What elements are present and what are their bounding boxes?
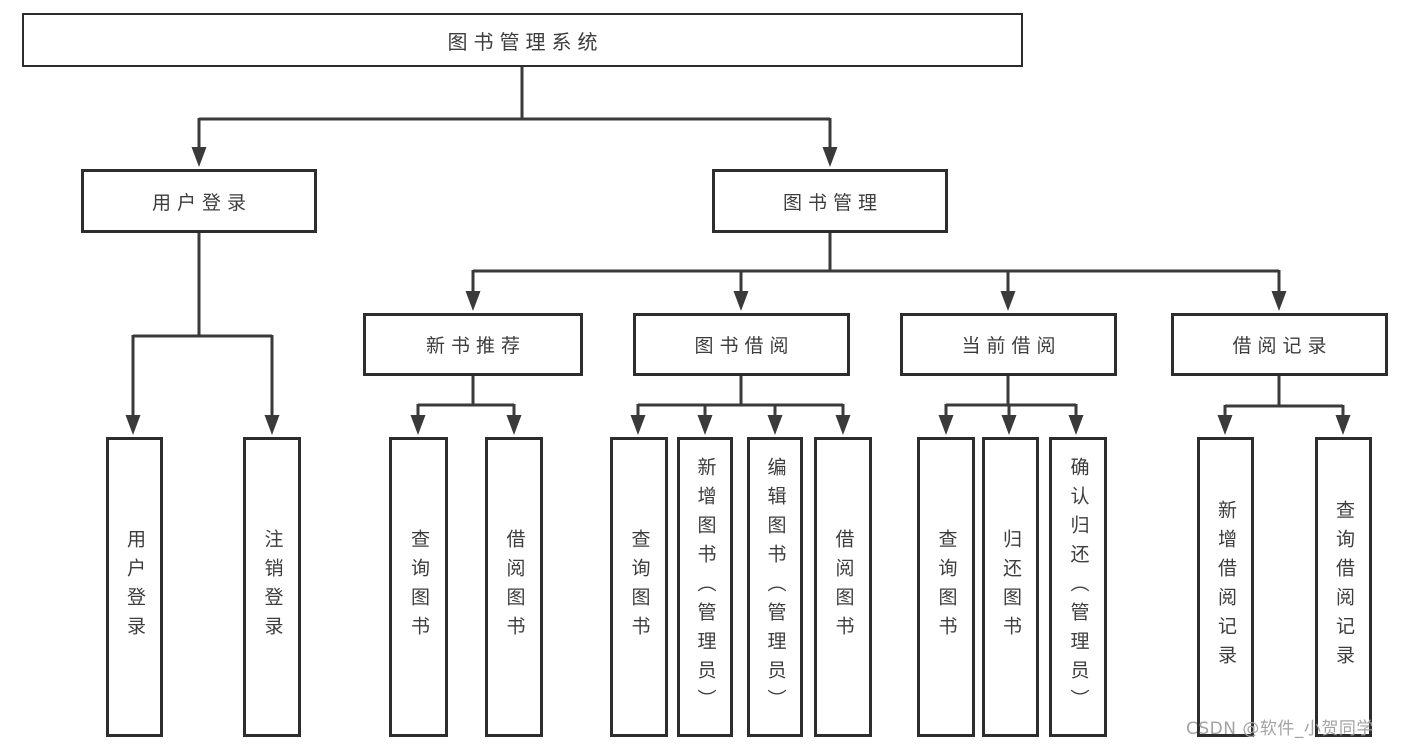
node-book-borrowing: 图书借阅 [633,313,850,376]
node-label: 借阅图书 [503,529,526,645]
node-label: 用户登录 [124,529,146,645]
leaf-query-books-current: 查询图书 [917,437,975,737]
node-label: 确认归还（管理员） [1067,456,1090,718]
node-label: 借阅记录 [1232,335,1333,357]
leaf-confirm-return-admin: 确认归还（管理员） [1049,437,1107,737]
node-label: 借阅图书 [832,529,855,645]
leaf-query-books-borrowing: 查询图书 [610,437,668,737]
leaf-edit-books-admin: 编辑图书（管理员） [747,437,803,737]
leaf-query-borrow-record: 查询借阅记录 [1315,437,1372,737]
node-label: 图书管理系统 [447,29,604,54]
leaf-add-borrow-record: 新增借阅记录 [1197,437,1254,737]
leaf-query-books-recommend: 查询图书 [389,437,448,737]
leaf-return-books: 归还图书 [982,437,1039,737]
node-label: 查询借阅记录 [1333,500,1355,674]
node-label: 查询图书 [935,529,958,645]
node-label: 注销登录 [261,529,284,645]
leaf-add-books-admin: 新增图书（管理员） [677,437,733,737]
node-label: 新增图书（管理员） [694,456,717,718]
node-label: 当前借阅 [961,335,1062,357]
node-label: 新增借阅记录 [1215,500,1237,674]
leaf-borrow-books-borrowing: 借阅图书 [814,437,872,737]
node-label: 用户登录 [151,191,252,214]
csdn-watermark: CSDN @软件_小贺同学 [1186,719,1374,739]
leaf-logout: 注销登录 [243,437,301,737]
node-new-book-recommendation: 新书推荐 [363,313,583,376]
leaf-user-login: 用户登录 [106,437,163,737]
node-label: 查询图书 [628,529,651,645]
node-borrowing-records: 借阅记录 [1171,313,1388,376]
node-current-borrowing: 当前借阅 [900,313,1117,376]
node-label: 图书管理 [782,191,883,214]
leaf-borrow-books-recommend: 借阅图书 [485,437,543,737]
node-label: 编辑图书（管理员） [764,456,787,718]
node-user-login: 用户登录 [81,169,317,233]
node-library-management-system: 图书管理系统 [22,13,1023,67]
node-label: 图书借阅 [694,335,795,357]
node-label: 归还图书 [1000,529,1022,645]
node-book-management: 图书管理 [712,169,948,233]
node-label: 新书推荐 [425,335,526,357]
node-label: 查询图书 [408,529,430,645]
